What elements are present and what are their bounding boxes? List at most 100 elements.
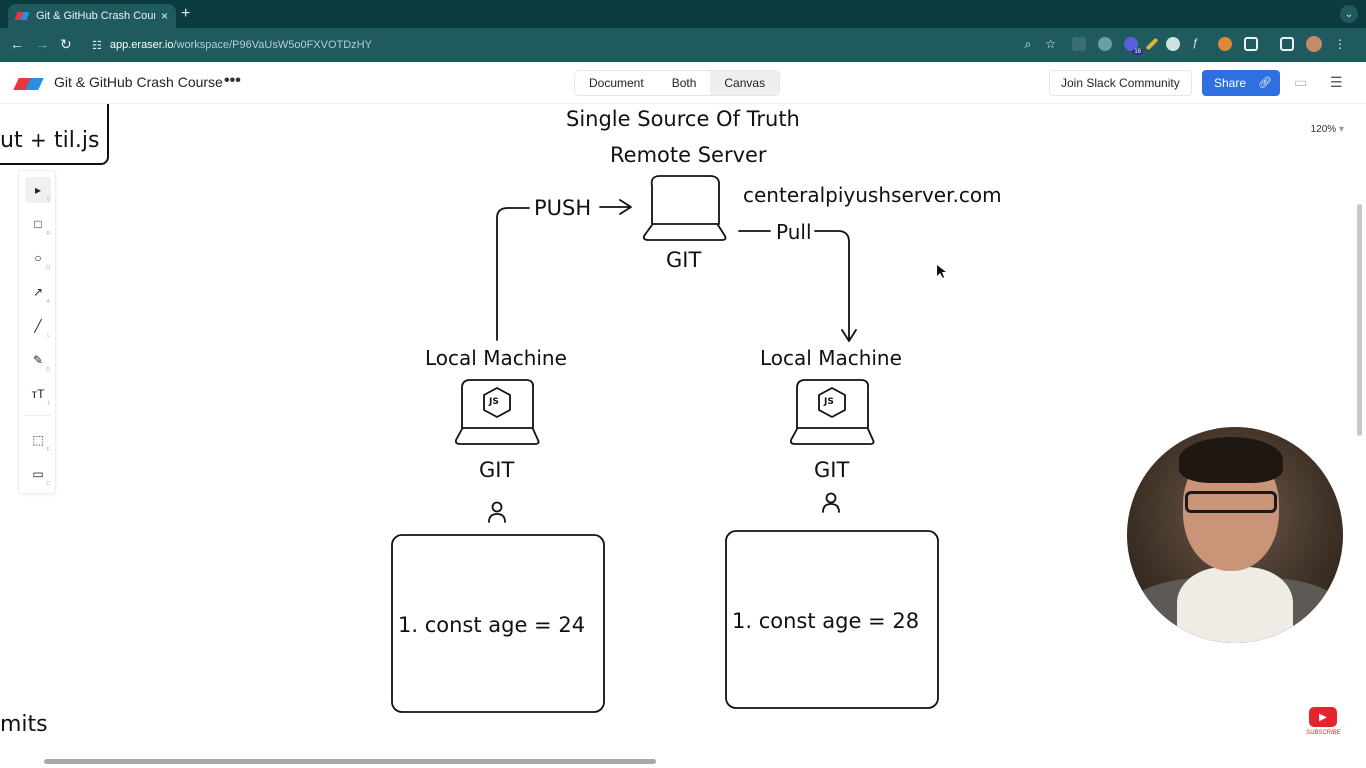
- side-panel-icon[interactable]: [1280, 37, 1294, 51]
- arrow-tool-shortcut: A: [46, 299, 50, 305]
- partial-file-name: til.js: [54, 128, 100, 153]
- remote-server-label: Remote Server: [610, 143, 767, 167]
- left-machine-title: Local Machine: [425, 346, 567, 370]
- extension-badge-icon[interactable]: 16: [1124, 37, 1143, 55]
- zoom-level[interactable]: 120% ▾: [1310, 124, 1344, 135]
- line-tool[interactable]: ╱L: [25, 313, 51, 339]
- forward-icon[interactable]: →: [35, 36, 49, 52]
- toolbar-divider: [25, 415, 51, 416]
- push-label: PUSH: [534, 196, 592, 220]
- browser-tab-bar: Git & GitHub Crash Course – × + ⌄: [0, 0, 1366, 28]
- frame-tool-icon: ⬚: [32, 433, 44, 447]
- extensions-puzzle-icon[interactable]: [1244, 37, 1258, 51]
- eraser-logo-icon[interactable]: [13, 78, 44, 90]
- browser-toolbar: ← → ↻ ☷ app.eraser.io /workspace/P96VaUs…: [0, 28, 1366, 62]
- view-tab-canvas[interactable]: Canvas: [710, 71, 780, 95]
- push-arrow: [496, 207, 530, 341]
- url-path: /workspace/P96VaUsW5o0FXVOTDzHY: [173, 39, 372, 51]
- back-icon[interactable]: ←: [10, 36, 24, 52]
- partial-left-text: ut: [0, 128, 23, 153]
- left-user-icon: [491, 501, 503, 513]
- server-git-label: GIT: [666, 248, 702, 272]
- select-tool-icon: ▸: [34, 183, 42, 197]
- tab-search-button[interactable]: ⌄: [1340, 5, 1358, 23]
- share-button[interactable]: Share 🔗︎: [1202, 70, 1280, 96]
- bookmark-star-icon[interactable]: ☆: [1045, 37, 1056, 51]
- pull-label: Pull: [776, 220, 812, 244]
- rectangle-tool[interactable]: □R: [25, 211, 51, 237]
- partial-file-card[interactable]: [0, 104, 109, 165]
- partial-bottom-text: mits: [0, 712, 48, 737]
- server-laptop-icon: [650, 175, 720, 225]
- link-icon: 🔗︎: [1258, 77, 1272, 89]
- text-tool-icon: ᴛT: [31, 387, 45, 401]
- frame-tool[interactable]: ⬚F: [25, 427, 51, 453]
- url-host: app.eraser.io: [109, 39, 174, 51]
- right-git-label: GIT: [814, 458, 850, 482]
- join-slack-button[interactable]: Join Slack Community: [1049, 70, 1192, 96]
- ellipse-tool-shortcut: O: [46, 265, 50, 271]
- presenter-sweater: [1177, 567, 1293, 643]
- function-extension-icon[interactable]: ƒ: [1192, 37, 1199, 49]
- address-bar[interactable]: ☷ app.eraser.io /workspace/P96VaUsW5o0FX…: [86, 32, 1062, 58]
- browser-tab[interactable]: Git & GitHub Crash Course – ×: [8, 4, 176, 28]
- presenter-glasses: [1185, 491, 1277, 513]
- partial-plus-text: +: [30, 128, 47, 152]
- more-options-icon[interactable]: •••: [224, 72, 241, 89]
- extension-icon[interactable]: [1098, 37, 1112, 51]
- frame-tool-shortcut: F: [46, 447, 50, 453]
- profile-avatar[interactable]: [1306, 36, 1322, 52]
- vertical-scrollbar[interactable]: [1357, 204, 1362, 436]
- new-tab-button[interactable]: +: [181, 5, 191, 22]
- right-machine-title: Local Machine: [760, 346, 902, 370]
- comments-icon[interactable]: ▭: [1294, 74, 1308, 90]
- zoom-icon[interactable]: ⌕: [1024, 37, 1032, 51]
- extension-icon[interactable]: [1072, 37, 1086, 51]
- left-code-text: 1. const age = 24: [398, 613, 586, 637]
- ellipse-tool[interactable]: ○O: [25, 245, 51, 271]
- extension-icon[interactable]: [1166, 37, 1180, 51]
- cookie-extension-icon[interactable]: [1218, 37, 1232, 51]
- left-git-label: GIT: [479, 458, 515, 482]
- right-laptop-icon: [796, 379, 870, 429]
- extensions-area: 16 ƒ ⋮: [1072, 36, 1346, 55]
- pencil-extension-icon[interactable]: [1145, 37, 1159, 51]
- extension-badge-count: 16: [1132, 49, 1143, 55]
- tab-title: Git & GitHub Crash Course –: [36, 10, 155, 22]
- left-code-box: [391, 534, 605, 713]
- pencil-tool[interactable]: ✎D: [25, 347, 51, 373]
- view-tab-both[interactable]: Both: [671, 76, 697, 90]
- eraser-favicon-icon: [14, 12, 30, 20]
- pencil-tool-icon: ✎: [32, 353, 44, 367]
- whiteboard-canvas[interactable]: 120% ▾ ut + til.js mits ▸V □R ○O ↗A ╱L ✎…: [0, 104, 1366, 768]
- ellipse-tool-icon: ○: [34, 251, 42, 265]
- arrow-tool[interactable]: ↗A: [25, 279, 51, 305]
- horizontal-scrollbar[interactable]: [44, 759, 656, 764]
- line-tool-icon: ╱: [34, 319, 42, 333]
- rectangle-tool-shortcut: R: [46, 231, 50, 237]
- youtube-subscribe-icon[interactable]: ▶: [1309, 707, 1337, 727]
- comment-tool-icon: ▭: [32, 467, 44, 481]
- pull-arrow: [738, 230, 857, 342]
- browser-menu-icon[interactable]: ⋮: [1334, 37, 1346, 51]
- server-domain-label: centeralpiyushserver.com: [743, 183, 1002, 207]
- diagram-drawing: [391, 175, 946, 713]
- right-js-badge: JS: [824, 397, 834, 407]
- diagram-heading: Single Source Of Truth: [566, 107, 800, 131]
- share-label: Share: [1214, 76, 1247, 90]
- arrow-tool-icon: ↗: [32, 285, 44, 299]
- pencil-tool-shortcut: D: [46, 367, 50, 373]
- subscribe-label: SUBSCRIBE: [1306, 730, 1341, 736]
- comment-tool-shortcut: C: [46, 481, 50, 487]
- comment-tool[interactable]: ▭C: [25, 461, 51, 487]
- reload-icon[interactable]: ↻: [60, 36, 72, 52]
- site-settings-icon[interactable]: ☷: [92, 39, 102, 52]
- select-tool[interactable]: ▸V: [25, 177, 51, 203]
- document-outline-icon[interactable]: ☰: [1330, 74, 1343, 90]
- view-tab-document[interactable]: Document: [589, 76, 644, 90]
- document-title[interactable]: Git & GitHub Crash Course: [54, 74, 223, 90]
- tab-close-icon[interactable]: ×: [160, 9, 168, 23]
- text-tool-shortcut: T: [46, 401, 50, 407]
